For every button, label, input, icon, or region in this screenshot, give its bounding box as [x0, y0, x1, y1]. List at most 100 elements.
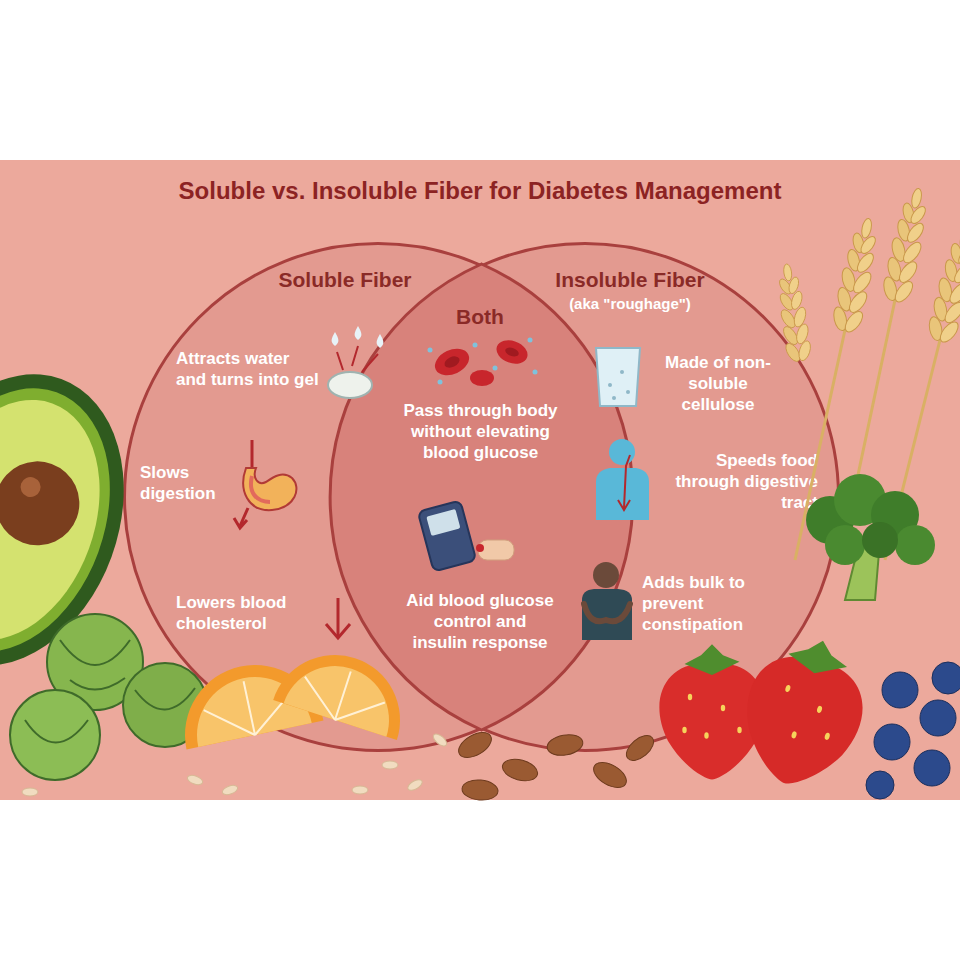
- strawberries-part: [729, 626, 878, 798]
- orange-slices-part-part: [200, 672, 299, 745]
- diagram-title: Soluble vs. Insoluble Fiber for Diabetes…: [0, 177, 960, 205]
- circle-outline: [332, 244, 839, 751]
- brussels-sprouts-part: [123, 663, 207, 747]
- brussels-sprouts-part: [135, 688, 195, 710]
- glucose-meter-icon-part: [418, 500, 477, 571]
- glucose-meter-icon-part: [426, 509, 460, 536]
- circle-heading: Soluble Fiber: [245, 268, 445, 292]
- avocado-part: [0, 450, 91, 558]
- orange-slices-part: [172, 652, 323, 750]
- blood-cells-icon-part: [473, 343, 478, 348]
- wheat-stalks: [772, 185, 960, 560]
- blood-cells-icon-part: [438, 380, 443, 385]
- blueberries-part: [882, 672, 918, 708]
- wheat-stalks-part: [877, 185, 936, 307]
- digestive-person-icon-part: [596, 468, 649, 520]
- orange-slices-part-part: [273, 638, 417, 740]
- brussels-sprouts-part: [25, 720, 88, 743]
- blueberries-part: [932, 662, 960, 694]
- broccoli-part: [871, 491, 919, 539]
- avocado-part: [0, 342, 163, 698]
- brussels-sprouts: [10, 614, 207, 780]
- water-gel-icon-part: [332, 332, 339, 346]
- blood-cells-icon-part: [528, 338, 533, 343]
- feature-text: Made of non-soluble cellulose: [659, 352, 777, 415]
- feature-text: Aid blood glucose control and insulin re…: [404, 590, 556, 653]
- beaker-icon-part: [612, 396, 616, 400]
- blueberries-part: [874, 724, 910, 760]
- almonds-part: [500, 756, 540, 785]
- oat-flakes-part: [22, 788, 38, 796]
- broccoli-part: [845, 540, 880, 600]
- blood-cells-icon-part: [428, 348, 433, 353]
- water-gel-icon: [328, 326, 383, 398]
- constipated-man-icon: [582, 562, 632, 640]
- overlap-heading: Both: [430, 305, 530, 329]
- avocado-part: [0, 375, 131, 666]
- oat-flakes-part: [186, 774, 204, 787]
- almonds: [454, 727, 658, 801]
- glucose-meter-icon-part: [476, 544, 484, 552]
- strawberries-part-part: [785, 684, 791, 692]
- strawberries-part-part: [659, 663, 764, 779]
- constipated-man-icon-part: [584, 604, 630, 621]
- strawberries-part-part: [688, 694, 692, 701]
- constipated-man-icon-part: [582, 589, 632, 640]
- almonds-part: [622, 731, 658, 765]
- stomach-icon-part: [243, 468, 296, 510]
- wheat-stalks-part: [840, 300, 895, 560]
- strawberries: [659, 626, 878, 798]
- beaker-icon-part: [596, 348, 640, 406]
- beaker-icon-part: [620, 370, 624, 374]
- brussels-sprouts-part: [47, 614, 143, 710]
- constipated-man-icon-part: [593, 562, 619, 588]
- blood-cells-icon-part: [493, 366, 498, 371]
- blood-cells-icon-part: [470, 370, 494, 386]
- blood-cells-icon-part: [504, 346, 520, 358]
- beaker-icon-part: [608, 383, 612, 387]
- strawberries-part-part: [721, 705, 725, 712]
- broccoli: [806, 474, 935, 600]
- beaker-icon: [596, 348, 640, 406]
- oat-flakes: [22, 732, 449, 797]
- blood-cells-icon-part: [431, 344, 474, 381]
- strawberries-part-part: [785, 633, 852, 681]
- water-gel-icon-part: [337, 346, 378, 372]
- feature-text: Pass through body without elevating bloo…: [393, 400, 568, 463]
- strawberries-part-part: [685, 644, 740, 675]
- orange-slices-part-part: [186, 666, 312, 747]
- stomach-icon-part: [234, 508, 248, 528]
- avocado-part: [0, 360, 145, 680]
- beaker-icon-part: [626, 390, 630, 394]
- oat-flakes-part: [431, 732, 448, 748]
- digestive-person-icon: [596, 439, 649, 520]
- glucose-meter-icon-part: [478, 540, 514, 560]
- blueberries-part: [866, 771, 894, 799]
- oat-flakes-part: [352, 786, 368, 794]
- background-band: [0, 160, 960, 800]
- venn-overlap: BothPass through body without elevating …: [330, 264, 633, 730]
- orange-slices: [172, 638, 417, 749]
- blueberries: [866, 662, 960, 799]
- wheat-stalks-part: [772, 262, 815, 365]
- down-arrow-part: [337, 598, 340, 636]
- oat-flakes-part: [221, 784, 239, 797]
- wheat-stalks-part: [922, 225, 960, 347]
- feature-text: Lowers blood cholesterol: [176, 592, 306, 634]
- stomach-icon-part: [251, 440, 254, 472]
- blood-cells-icon-part: [533, 370, 538, 375]
- brussels-sprouts-part: [60, 640, 130, 690]
- strawberries-part-part: [816, 705, 822, 713]
- almonds-part: [461, 778, 499, 801]
- strawberries-part-part: [704, 732, 708, 739]
- stomach-icon-part: [251, 476, 270, 502]
- almonds-part: [454, 727, 495, 762]
- down-arrow-part: [326, 624, 350, 638]
- strawberries-part-part: [737, 727, 741, 734]
- orange-slices-part-part: [172, 652, 323, 750]
- strawberries-part-part: [729, 646, 873, 798]
- broccoli-part: [834, 474, 886, 526]
- broccoli-part: [862, 522, 898, 558]
